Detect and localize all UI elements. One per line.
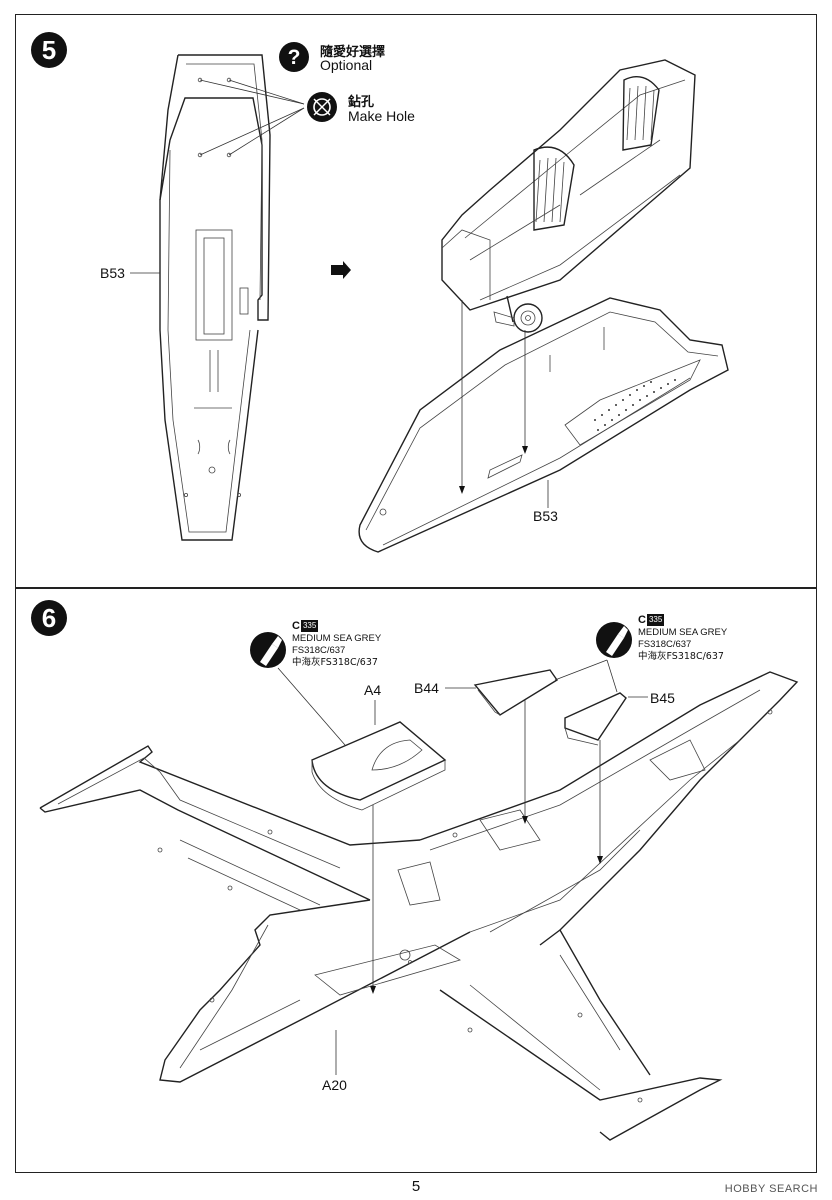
direction-arrow-icon bbox=[331, 261, 351, 279]
svg-text:?: ? bbox=[288, 46, 301, 69]
floor-panel-b53 bbox=[130, 54, 305, 541]
make-hole-label-cn: 鉆孔 bbox=[348, 95, 375, 110]
step-6-number: 6 bbox=[31, 600, 67, 636]
optional-question-icon: ? bbox=[279, 42, 309, 72]
part-b45 bbox=[554, 659, 648, 864]
paint-cn-left: 中海灰FS318C/637 bbox=[292, 657, 378, 668]
part-label-b45: B45 bbox=[650, 690, 675, 706]
aircraft-lower-half-a20 bbox=[39, 671, 799, 1141]
paint-fs-left: FS318C/637 bbox=[292, 645, 346, 656]
paint-badge-left: 335 bbox=[300, 620, 319, 633]
paint-fs-right: FS318C/637 bbox=[638, 639, 692, 650]
paint-badge-right: 335 bbox=[646, 614, 665, 627]
paint-brush-icon-right bbox=[596, 622, 632, 658]
part-label-b53-left: B53 bbox=[100, 265, 125, 281]
paint-brush-icon-left bbox=[250, 632, 286, 668]
optional-label-cn: 隨愛好選擇 bbox=[320, 45, 386, 60]
paint-name-right: MEDIUM SEA GREY bbox=[638, 627, 728, 638]
paint-name-left: MEDIUM SEA GREY bbox=[292, 633, 382, 644]
part-label-a20: A20 bbox=[322, 1077, 347, 1093]
part-label-a4: A4 bbox=[364, 682, 382, 698]
cockpit-tub bbox=[441, 59, 696, 333]
paint-code-right: C bbox=[638, 614, 646, 626]
part-label-b44: B44 bbox=[414, 680, 439, 696]
step-5-number: 5 bbox=[31, 32, 67, 68]
canopy-cover-a4 bbox=[277, 667, 447, 994]
step-6-panel bbox=[15, 588, 817, 1173]
part-label-b53-right: B53 bbox=[533, 508, 558, 524]
paint-cn-right: 中海灰FS318C/637 bbox=[638, 651, 724, 662]
page-number: 5 bbox=[411, 1178, 421, 1195]
make-hole-label-en: Make Hole bbox=[348, 108, 415, 124]
fuselage-half-b53 bbox=[358, 297, 729, 553]
optional-label-en: Optional bbox=[320, 57, 373, 73]
watermark: HOBBY SEARCH bbox=[724, 1183, 818, 1195]
step-5-panel bbox=[15, 14, 817, 588]
paint-code-left: C bbox=[292, 620, 300, 632]
part-b44 bbox=[445, 669, 558, 824]
drill-hole-icon bbox=[307, 92, 337, 122]
